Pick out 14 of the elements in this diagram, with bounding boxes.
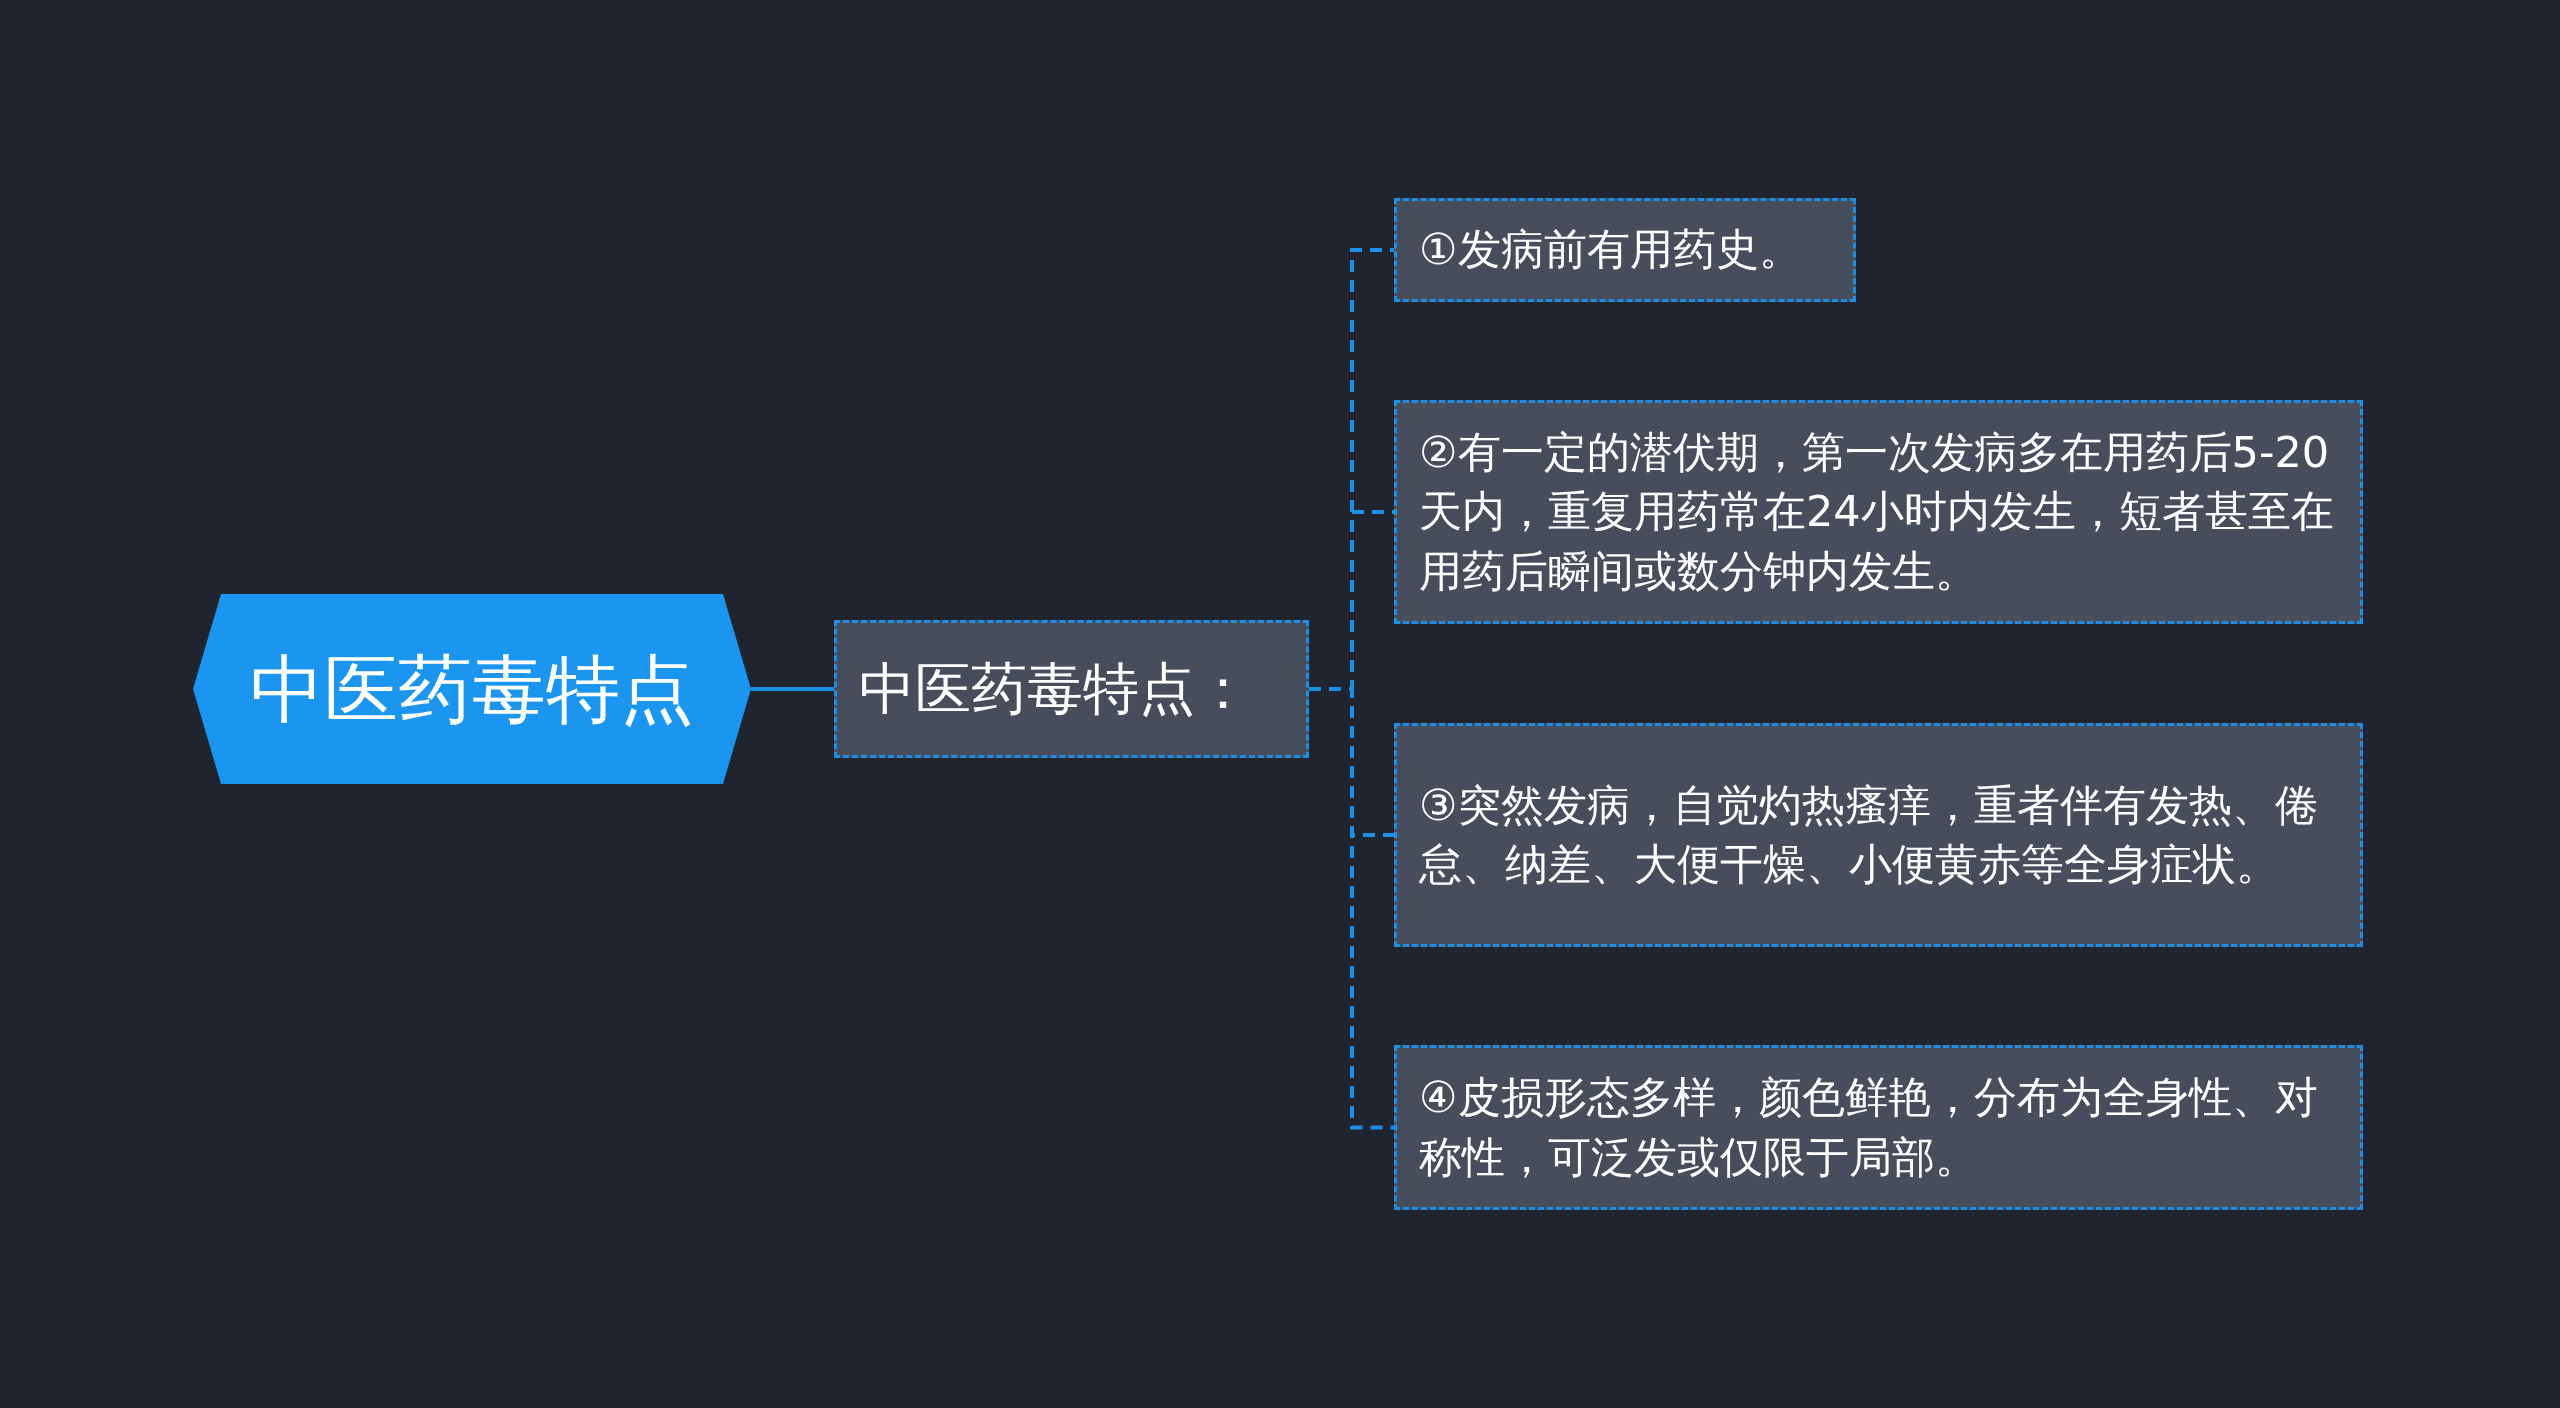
detail-box — [1394, 400, 2363, 624]
node-text: 中医药毒特点： — [859, 655, 1251, 724]
topic-hexagon — [193, 594, 751, 784]
detail-box — [1394, 198, 1856, 302]
node-text: ④皮损形态多样，颜色鲜艳，分布为全身性、对称性，可泛发或仅限于局部。 — [1419, 1071, 2319, 1184]
detail-box — [1394, 723, 2363, 947]
subtopic-box — [834, 620, 1309, 758]
node-text: ③突然发病，自觉灼热瘙痒，重者伴有发热、倦怠、纳差、大便干燥、小便黄赤等全身症状。 — [1419, 778, 2319, 891]
node-text: ①发病前有用药史。 — [1419, 223, 1802, 277]
topic-text: 中医药毒特点 — [250, 644, 694, 734]
connector-line — [751, 687, 834, 691]
connector-line — [1309, 687, 1394, 1130]
node-text: ②有一定的潜伏期，第一次发病多在用药后5-20天内，重复用药常在24小时内发生，短者甚至在用药后瞬间或数分钟内发生。 — [1419, 426, 2335, 598]
detail-box — [1394, 1045, 2363, 1210]
